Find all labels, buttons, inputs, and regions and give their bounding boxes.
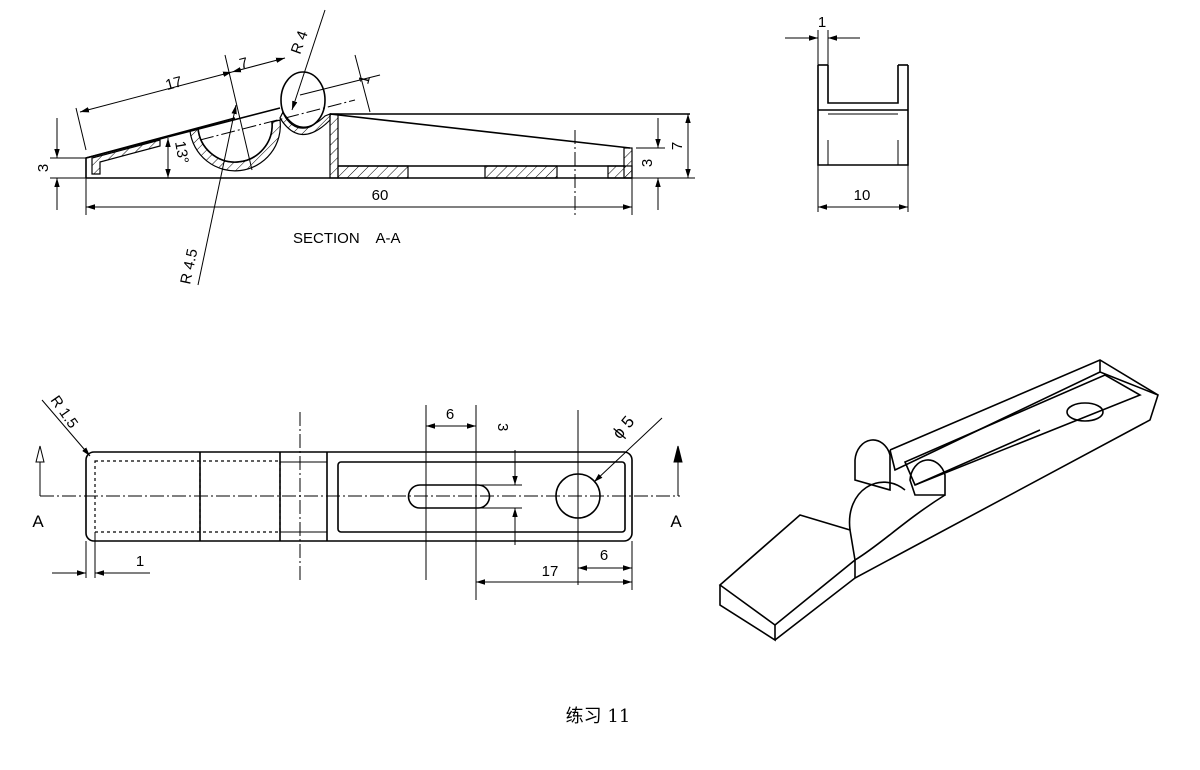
dim-slot-length: 6	[446, 406, 454, 423]
dim-hole-diameter: ϕ 5	[609, 412, 639, 442]
dim-cradle-radius: R 4.5	[177, 247, 201, 286]
dim-slot-to-end: 17	[542, 563, 559, 580]
isometric-view	[718, 359, 1159, 642]
dim-hole-to-end: 6	[600, 547, 608, 564]
dim-right-height: 3	[639, 159, 656, 167]
dim-left-height: 3	[35, 164, 52, 172]
dim-wall: 1	[136, 553, 144, 570]
section-title: SECTION A-A	[293, 230, 401, 247]
dim-slot-width: 3	[494, 423, 511, 431]
section-mark-left: A	[32, 512, 44, 531]
dim-slope-length: 17	[164, 73, 185, 94]
caption: 练习 11	[566, 706, 631, 727]
slot	[407, 484, 491, 509]
section-view: 3 13° 60 7 3 17 7 R 4 1 R 4.5 SECTION	[35, 9, 695, 286]
dim-wall-thickness: 1	[818, 14, 826, 31]
dim-overall-length: 60	[372, 187, 389, 204]
side-view: 1 10	[785, 14, 909, 212]
dim-width: 10	[854, 187, 871, 204]
plan-view: A A R 1.5 6 3 ϕ 5 1 17 6	[32, 393, 683, 600]
dim-angle: 13°	[171, 140, 192, 165]
section-mark-right: A	[670, 512, 682, 531]
dim-right-total: 7	[669, 142, 686, 150]
dim-hinge-radius: R 4	[288, 29, 312, 57]
dim-hinge-wall: 1	[355, 74, 374, 86]
